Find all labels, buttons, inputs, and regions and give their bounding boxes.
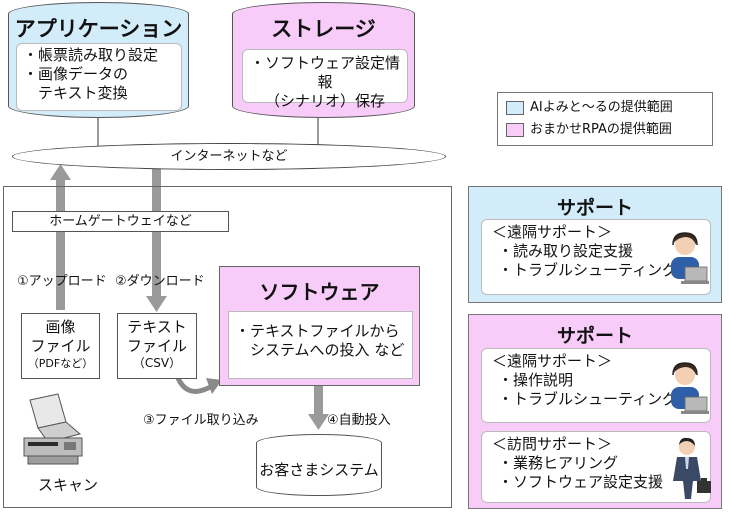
- storage-items: ・ソフトウェア設定情報 （シナリオ）保存: [242, 49, 408, 110]
- import-curve-arrow: [175, 376, 214, 394]
- support-remote-content: ＜遠隔サポート＞ ・操作説明 ・トラブルシューティング: [481, 348, 711, 423]
- import-curve-head: [206, 378, 222, 394]
- download-label: ②ダウンロード: [115, 274, 205, 289]
- text-file-line: テキスト: [127, 318, 187, 336]
- internet-ellipse: インターネットなど: [12, 143, 446, 170]
- download-arrow-head: [146, 296, 167, 312]
- software-item: システムへの投入 など: [235, 341, 405, 359]
- text-file-box: テキスト ファイル （CSV）: [117, 313, 197, 379]
- legend-label: AIよみと～るの提供範囲: [530, 100, 673, 115]
- download-arrow-shaft: [152, 166, 161, 298]
- support-section-label: ＜遠隔サポート＞: [492, 352, 613, 370]
- auto-input-arrow-shaft: [314, 386, 323, 416]
- support-panel-blue: サポート ＜遠隔サポート＞ ・読み取り設定支援 ・トラブルシューティング: [468, 186, 722, 303]
- upload-arrow-shaft: [56, 178, 65, 310]
- software-items: ・テキストファイルから システムへの投入 など: [228, 311, 413, 379]
- import-label: ③ファイル取り込み: [143, 413, 259, 428]
- software-item: ・テキストファイルから: [235, 322, 400, 340]
- storage-cylinder: ストレージ ・ソフトウェア設定情報 （シナリオ）保存: [232, 2, 415, 118]
- software-title: ソフトウェア: [259, 280, 380, 304]
- support-title: サポート: [556, 325, 633, 347]
- support-item: ・読み取り設定支援: [498, 242, 634, 260]
- storage-item: （シナリオ）保存: [264, 92, 385, 110]
- legend-item: おまかせRPAの提供範囲: [506, 119, 704, 141]
- support-item: ・トラブルシューティング: [498, 390, 678, 408]
- internet-label: インターネットなど: [170, 149, 288, 164]
- application-cylinder: アプリケーション ・帳票読み取り設定 ・画像データの テキスト変換: [8, 2, 189, 118]
- support-title: サポート: [556, 197, 633, 219]
- text-file-line: （CSV）: [132, 356, 182, 370]
- homegateway-label: ホームゲートウェイなど: [49, 214, 192, 229]
- legend-swatch-blue: [506, 101, 524, 115]
- support-panel-pink: サポート ＜遠隔サポート＞ ・操作説明 ・トラブルシューティング ＜訪問サポート…: [468, 314, 722, 509]
- scan-label: スキャン: [38, 476, 99, 494]
- support-item: ・操作説明: [498, 371, 574, 389]
- auto-input-label: ④自動投入: [327, 413, 391, 428]
- application-item: ・画像データの: [23, 65, 129, 83]
- support-item: ・業務ヒアリング: [498, 454, 619, 472]
- image-file-box: 画像 ファイル （PDFなど）: [21, 313, 100, 379]
- operator-icon: [671, 362, 709, 414]
- legend-swatch-pink: [506, 123, 524, 137]
- auto-input-arrow-head: [308, 414, 329, 430]
- support-item: ・トラブルシューティング: [498, 261, 678, 279]
- text-file-line: ファイル: [126, 337, 187, 355]
- storage-item: ・ソフトウェア設定情報: [249, 54, 400, 91]
- image-file-line: （PDFなど）: [27, 357, 94, 370]
- image-file-line: 画像: [45, 318, 76, 336]
- support-section-label: ＜訪問サポート＞: [492, 435, 613, 453]
- application-title: アプリケーション: [14, 17, 183, 41]
- customer-system-cylinder: お客さまシステム: [256, 434, 382, 496]
- application-items: ・帳票読み取り設定 ・画像データの テキスト変換: [16, 43, 182, 111]
- businessman-icon: [673, 437, 711, 499]
- legend-label: おまかせRPAの提供範囲: [530, 122, 672, 137]
- customer-system-label: お客さまシステム: [259, 461, 379, 479]
- application-item: テキスト変換: [23, 84, 128, 102]
- support-blue-content: ＜遠隔サポート＞ ・読み取り設定支援 ・トラブルシューティング: [481, 219, 711, 295]
- upload-label: ①アップロード: [17, 274, 107, 289]
- legend-item: AIよみと～るの提供範囲: [506, 97, 704, 119]
- image-file-line: ファイル: [30, 337, 91, 355]
- support-item: ・ソフトウェア設定支援: [498, 473, 664, 491]
- application-item: ・帳票読み取り設定: [23, 46, 159, 64]
- homegateway-box: ホームゲートウェイなど: [12, 211, 229, 232]
- support-visit-content: ＜訪問サポート＞ ・業務ヒアリング ・ソフトウェア設定支援: [481, 431, 711, 503]
- scanner-icon: [23, 393, 83, 465]
- support-section-label: ＜遠隔サポート＞: [492, 223, 613, 241]
- operator-icon: [671, 232, 709, 284]
- legend: AIよみと～るの提供範囲 おまかせRPAの提供範囲: [497, 92, 713, 146]
- software-box: ソフトウェア ・テキストファイルから システムへの投入 など: [219, 266, 420, 386]
- customer-premises-frame: [3, 186, 452, 508]
- storage-title: ストレージ: [271, 17, 376, 41]
- upload-arrow-head: [50, 164, 71, 180]
